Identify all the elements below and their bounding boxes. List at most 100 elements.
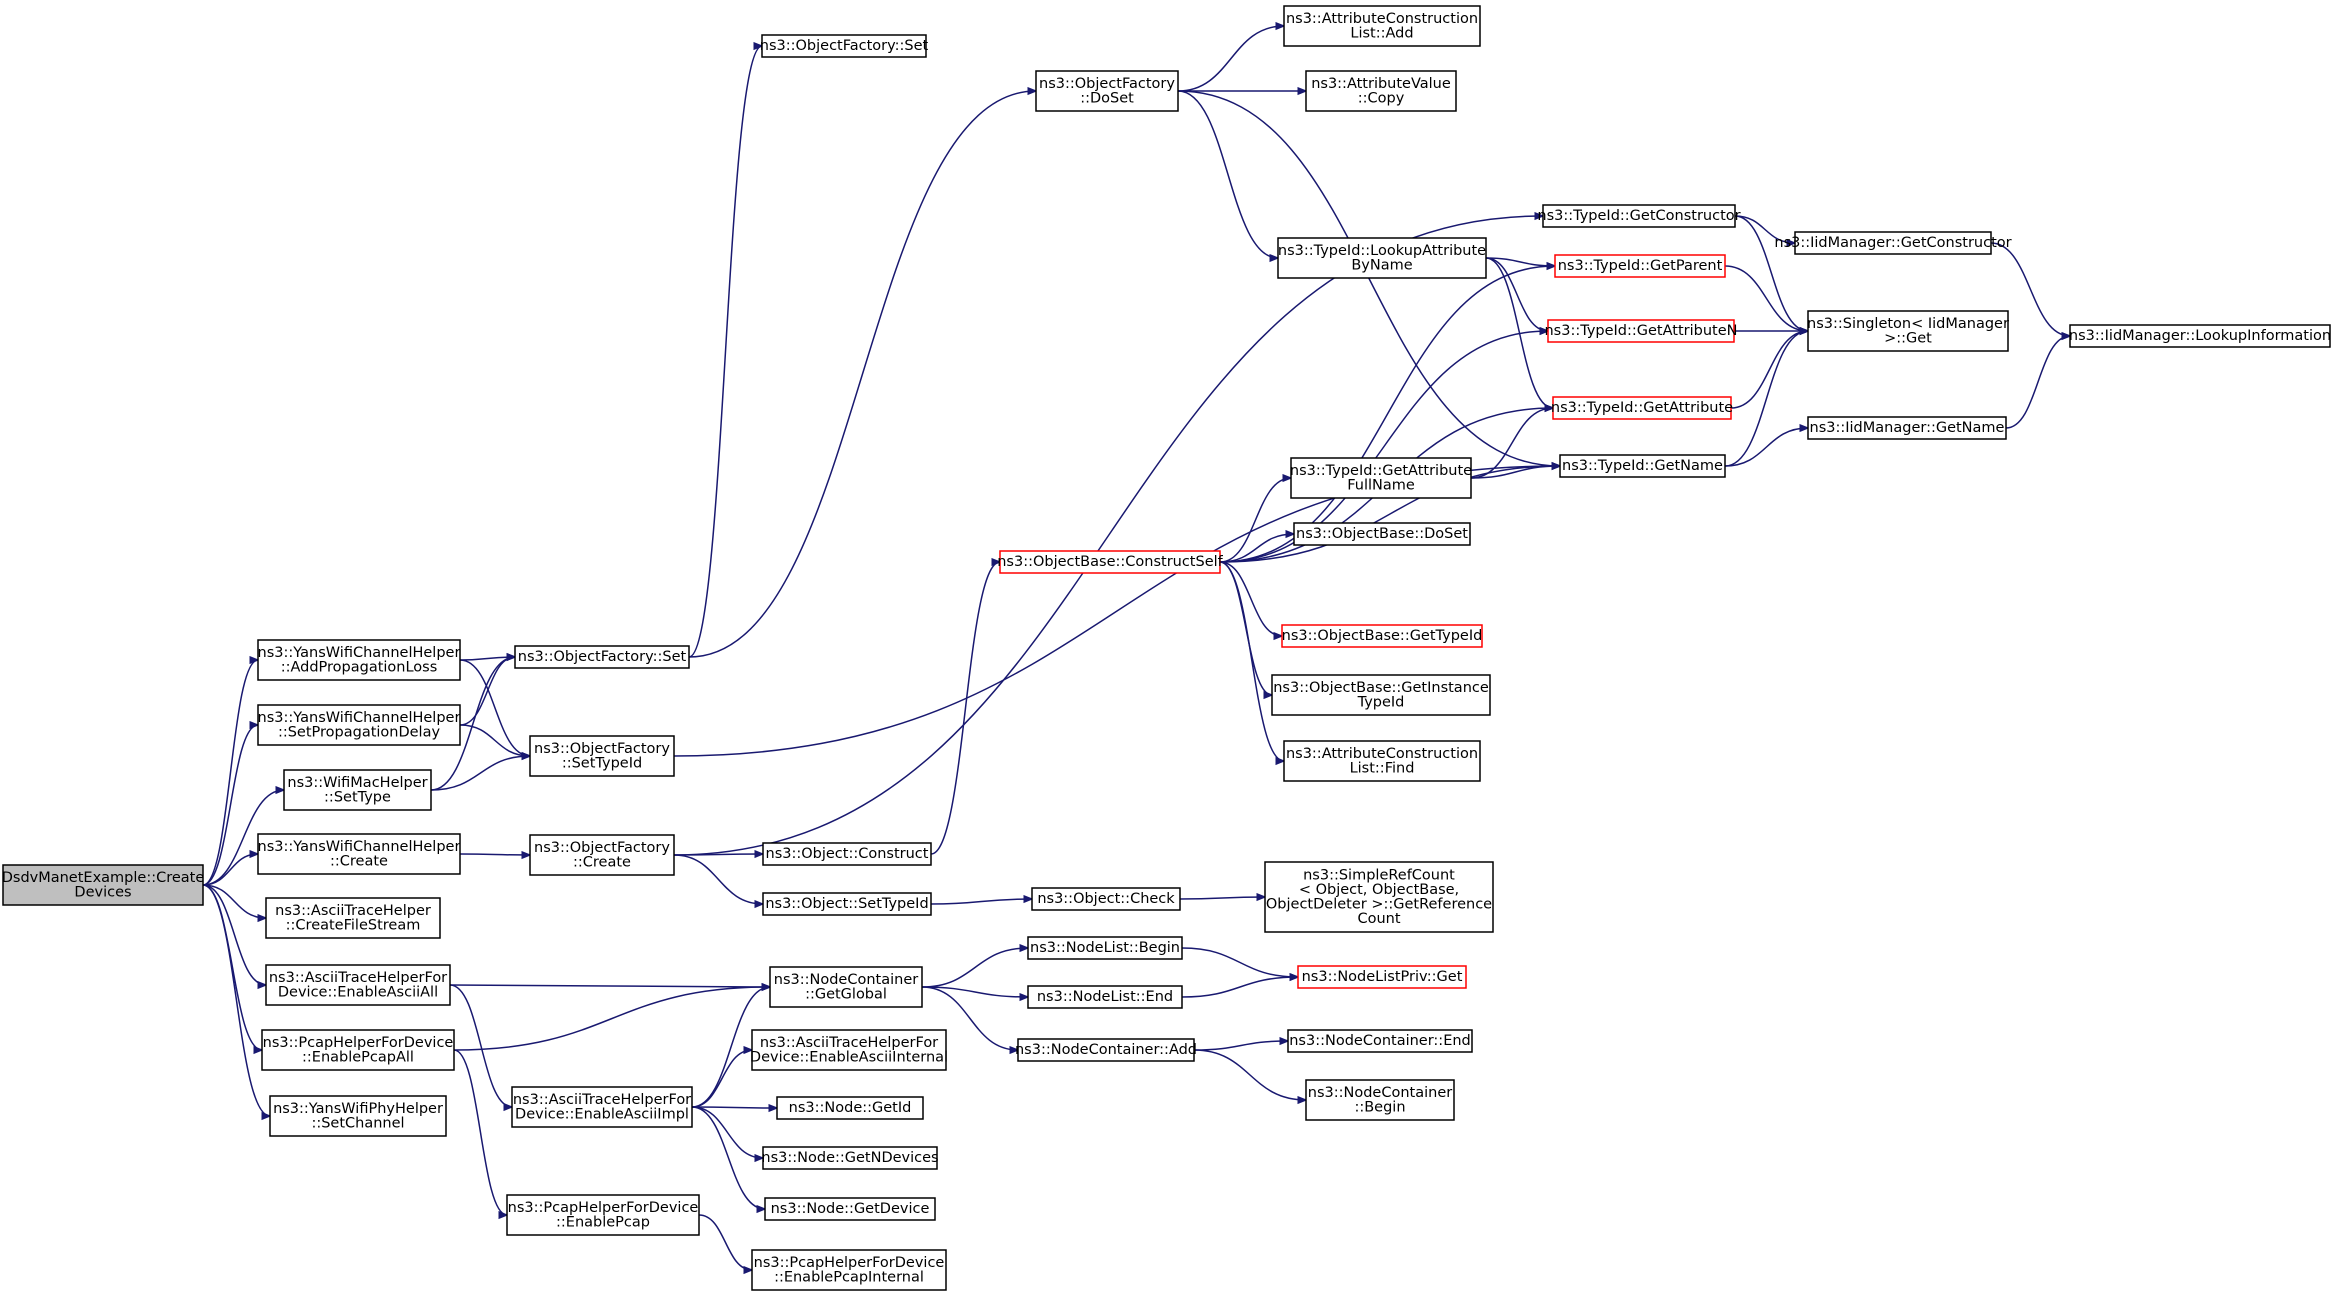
node-label-line: ::SetTypeId xyxy=(562,755,642,771)
graph-node[interactable]: ns3::Object::Check xyxy=(1031,887,1181,911)
node-label-line: ns3::AsciiTraceHelperFor xyxy=(760,1035,938,1051)
graph-node[interactable]: ns3::Singleton< IidManager >::Get xyxy=(1807,310,2009,352)
edge-n17-n22 xyxy=(1734,215,1795,243)
graph-node[interactable]: ns3::Node::GetId xyxy=(776,1096,924,1120)
node-label-line: ns3::YansWifiChannelHelper xyxy=(258,645,461,661)
graph-node[interactable]: ns3::AsciiTraceHelperForDevice::EnableAs… xyxy=(265,964,451,1006)
node-label-line: Count xyxy=(1357,911,1400,927)
node-label-line: ns3::AsciiTraceHelperFor xyxy=(269,970,447,986)
graph-node[interactable]: ns3::PcapHelperForDevice::EnablePcapInte… xyxy=(751,1249,947,1291)
graph-node[interactable]: ns3::ObjectBase::ConstructSelf xyxy=(997,550,1224,574)
node-label-line: ns3::Object::Construct xyxy=(766,846,929,862)
edge-n25-n24 xyxy=(2005,336,2070,429)
edge-n32-n28 xyxy=(930,562,1000,855)
graph-node[interactable]: ns3::IidManager::GetConstructor xyxy=(1774,231,2012,255)
node-label-line: ns3::ObjectFactory xyxy=(1039,76,1175,92)
node-box xyxy=(511,1086,693,1128)
node-label-line: ns3::TypeId::GetAttributeN xyxy=(1544,323,1737,339)
node-box xyxy=(529,735,675,777)
node-label-line: ::Create xyxy=(330,853,388,869)
graph-node[interactable]: ns3::TypeId::GetName xyxy=(1559,454,1726,478)
graph-node[interactable]: ns3::TypeId::GetAttribute xyxy=(1551,396,1733,420)
graph-node[interactable]: ns3::YansWifiChannelHelper::Create xyxy=(257,833,461,875)
graph-node[interactable]: ns3::Node::GetNDevices xyxy=(761,1146,939,1170)
node-label-line: ::EnablePcapAll xyxy=(302,1049,414,1065)
node-label-line: ::CreateFileStream xyxy=(286,917,421,933)
node-label-line: ns3::AsciiTraceHelper xyxy=(275,903,431,919)
edge-n13-n14 xyxy=(1177,26,1284,92)
graph-node[interactable]: ns3::ObjectFactory::DoSet xyxy=(1035,70,1179,112)
graph-node[interactable]: ns3::TypeId::GetAttributeN xyxy=(1544,319,1738,343)
node-label-line: ::AddPropagationLoss xyxy=(281,659,438,675)
node-label-line: ::EnablePcapInternal xyxy=(774,1269,924,1285)
graph-node[interactable]: ns3::YansWifiPhyHelper::SetChannel xyxy=(269,1095,447,1137)
graph-node[interactable]: ns3::ObjectFactory::SetTypeId xyxy=(529,735,675,777)
graph-node[interactable]: ns3::ObjectFactory::Create xyxy=(529,834,675,876)
graph-node[interactable]: ns3::ObjectBase::DoSet xyxy=(1293,522,1471,546)
node-label-line: ::SetType xyxy=(324,789,391,805)
graph-node[interactable]: ns3::NodeListPriv::Get xyxy=(1297,965,1467,989)
node-box xyxy=(257,833,461,875)
node-label-line: ::EnablePcap xyxy=(556,1214,650,1230)
node-box xyxy=(761,34,927,58)
graph-node[interactable]: ns3::YansWifiChannelHelper::SetPropagati… xyxy=(257,704,461,746)
node-box xyxy=(1017,1038,1195,1062)
node-box xyxy=(1559,454,1726,478)
node-label-line: FullName xyxy=(1347,477,1415,493)
graph-node[interactable]: ns3::NodeList::End xyxy=(1027,985,1183,1009)
node-box xyxy=(762,892,932,916)
node-box xyxy=(1027,936,1183,960)
edge-n40-n41 xyxy=(1193,1041,1288,1051)
edge-n0-n4 xyxy=(202,854,258,886)
edges-layer xyxy=(202,26,2070,1270)
node-label-line: Devices xyxy=(74,884,131,900)
graph-node[interactable]: ns3::AsciiTraceHelperForDevice::EnableAs… xyxy=(511,1086,693,1128)
edge-n43-n47 xyxy=(691,1106,765,1209)
edge-n0-n6 xyxy=(202,884,266,985)
graph-node[interactable]: ns3::NodeContainer::Begin xyxy=(1305,1079,1455,1121)
graph-node[interactable]: ns3::TypeId::GetConstructor xyxy=(1537,204,1741,228)
node-box xyxy=(762,842,932,866)
graph-node[interactable]: ns3::Node::GetDevice xyxy=(764,1197,936,1221)
graph-node[interactable]: ns3::ObjectFactory::Set xyxy=(514,645,690,669)
node-box xyxy=(1807,416,2007,440)
graph-node[interactable]: ns3::AsciiTraceHelper::CreateFileStream xyxy=(265,897,441,939)
graph-node[interactable]: ns3::WifiMacHelper::SetType xyxy=(283,769,432,811)
graph-node[interactable]: ns3::NodeContainer::GetGlobal xyxy=(769,966,923,1008)
edge-n11-n33 xyxy=(673,854,763,904)
graph-node[interactable]: ns3::PcapHelperForDevice::EnablePcapAll xyxy=(261,1029,455,1071)
graph-node[interactable]: ns3::IidManager::GetName xyxy=(1807,416,2007,440)
node-box xyxy=(1035,70,1179,112)
edge-n9-n13 xyxy=(688,91,1036,658)
graph-node[interactable]: ns3::TypeId::GetParent xyxy=(1554,254,1726,278)
graph-node[interactable]: ns3::NodeContainer::Add xyxy=(1015,1038,1197,1062)
edge-n2-n9 xyxy=(459,657,515,726)
edge-n28-n19 xyxy=(1219,331,1548,563)
node-label-line: ns3::IidManager::LookupInformation xyxy=(2069,328,2331,344)
node-label-line: List::Find xyxy=(1350,760,1415,776)
graph-node[interactable]: ns3::ObjectBase::GetTypeId xyxy=(1281,624,1483,648)
graph-node[interactable]: ns3::AttributeValue::Copy xyxy=(1305,70,1457,112)
graph-node[interactable]: ns3::SimpleRefCount< Object, ObjectBase,… xyxy=(1264,861,1494,933)
edge-n34-n35 xyxy=(1179,897,1265,899)
graph-node[interactable]: ns3::NodeContainer::End xyxy=(1287,1029,1473,1053)
graph-node[interactable]: ns3::AsciiTraceHelperForDevice::EnableAs… xyxy=(750,1029,948,1071)
graph-node[interactable]: ns3::IidManager::LookupInformation xyxy=(2069,324,2331,348)
graph-node[interactable]: ns3::YansWifiChannelHelper::AddPropagati… xyxy=(257,639,461,681)
node-label-line: ns3::ObjectBase::GetInstance xyxy=(1273,680,1489,696)
graph-node[interactable]: ns3::Object::SetTypeId xyxy=(762,892,932,916)
node-label-line: ns3::PcapHelperForDevice xyxy=(754,1255,945,1271)
graph-node[interactable]: ns3::ObjectFactory::Set xyxy=(760,34,929,58)
graph-node[interactable]: ns3::Object::Construct xyxy=(762,842,932,866)
graph-node[interactable]: ns3::PcapHelperForDevice::EnablePcap xyxy=(506,1194,700,1236)
graph-node[interactable]: ns3::NodeList::Begin xyxy=(1027,936,1183,960)
edge-n0-n8 xyxy=(202,884,270,1116)
node-box xyxy=(1281,624,1483,648)
